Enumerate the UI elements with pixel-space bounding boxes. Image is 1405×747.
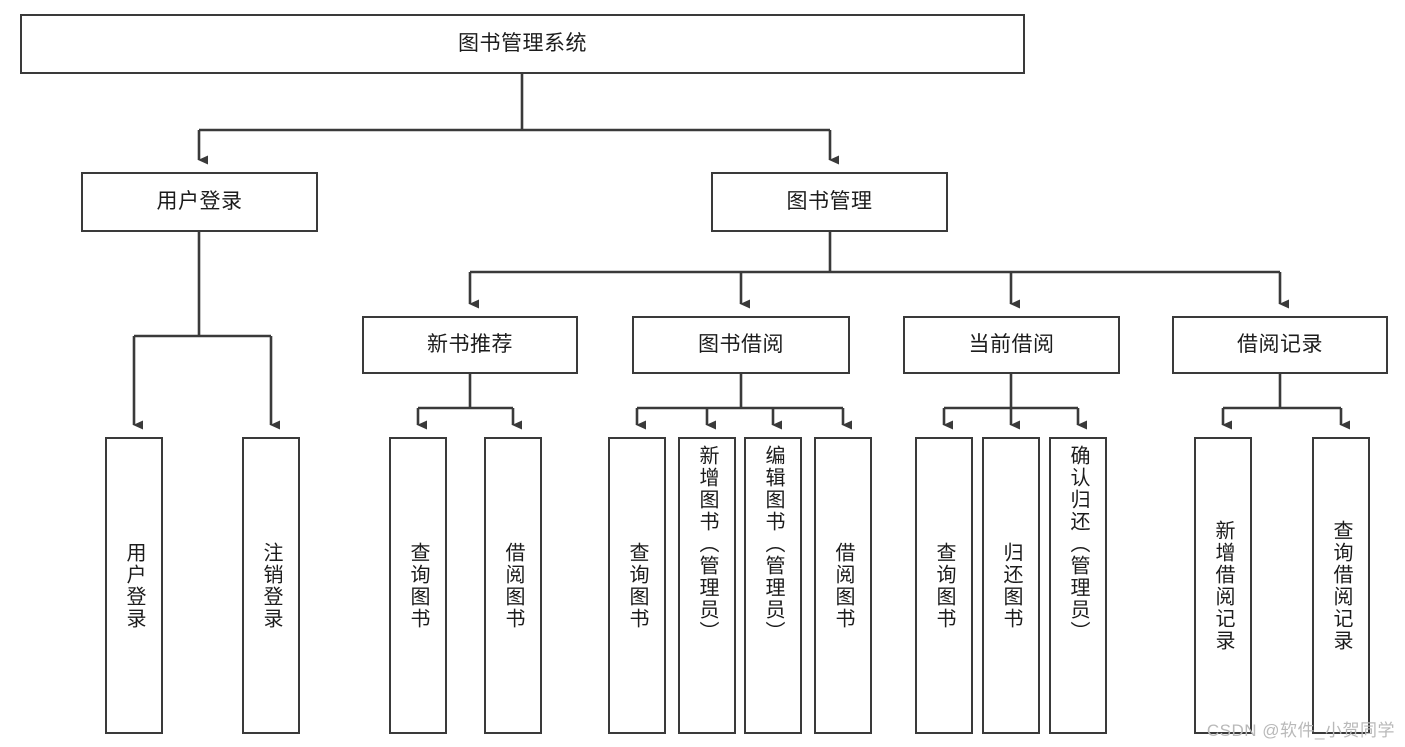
node-leaf-add-book-label: 新增图书（管理员） — [696, 445, 718, 643]
node-leaf-return-book-label: 归还图书 — [1000, 541, 1022, 630]
node-leaf-query-book-1-label: 查询图书 — [407, 541, 429, 630]
node-leaf-user-login[interactable]: 用户登录 — [105, 437, 163, 734]
node-borrow-record-label: 借阅记录 — [1237, 333, 1323, 357]
node-leaf-confirm-return-label: 确认归还（管理员） — [1067, 445, 1089, 643]
node-leaf-user-logout-label: 注销登录 — [260, 541, 282, 630]
node-leaf-query-book-3[interactable]: 查询图书 — [915, 437, 973, 734]
node-leaf-edit-book[interactable]: 编辑图书（管理员） — [744, 437, 802, 734]
node-current-borrow-label: 当前借阅 — [968, 333, 1055, 357]
node-leaf-add-record-label: 新增借阅记录 — [1212, 519, 1234, 652]
node-root[interactable]: 图书管理系统 — [20, 14, 1025, 74]
node-leaf-query-book-1[interactable]: 查询图书 — [389, 437, 447, 734]
watermark-text: CSDN @软件_小贺同学 — [1206, 721, 1395, 740]
node-leaf-borrow-book-1-label: 借阅图书 — [502, 541, 524, 630]
node-leaf-borrow-book-2-label: 借阅图书 — [832, 541, 854, 630]
node-leaf-borrow-book-2[interactable]: 借阅图书 — [814, 437, 872, 734]
node-leaf-query-book-3-label: 查询图书 — [933, 541, 955, 630]
node-leaf-confirm-return[interactable]: 确认归还（管理员） — [1049, 437, 1107, 734]
node-new-book-recommend[interactable]: 新书推荐 — [362, 316, 578, 374]
node-user-login-label: 用户登录 — [156, 190, 243, 214]
node-leaf-query-book-2-label: 查询图书 — [626, 541, 648, 630]
node-root-label: 图书管理系统 — [458, 32, 587, 56]
node-new-book-recommend-label: 新书推荐 — [427, 333, 513, 357]
node-book-manage-label: 图书管理 — [786, 190, 873, 214]
node-leaf-query-book-2[interactable]: 查询图书 — [608, 437, 666, 734]
node-leaf-add-book[interactable]: 新增图书（管理员） — [678, 437, 736, 734]
node-book-borrow[interactable]: 图书借阅 — [632, 316, 850, 374]
node-borrow-record[interactable]: 借阅记录 — [1172, 316, 1388, 374]
node-leaf-user-logout[interactable]: 注销登录 — [242, 437, 300, 734]
node-book-manage[interactable]: 图书管理 — [711, 172, 948, 232]
node-leaf-add-record[interactable]: 新增借阅记录 — [1194, 437, 1252, 734]
node-leaf-user-login-label: 用户登录 — [123, 541, 145, 630]
node-leaf-return-book[interactable]: 归还图书 — [982, 437, 1040, 734]
node-leaf-borrow-book-1[interactable]: 借阅图书 — [484, 437, 542, 734]
node-leaf-edit-book-label: 编辑图书（管理员） — [762, 445, 784, 643]
node-leaf-query-record[interactable]: 查询借阅记录 — [1312, 437, 1370, 734]
node-current-borrow[interactable]: 当前借阅 — [903, 316, 1120, 374]
node-user-login[interactable]: 用户登录 — [81, 172, 318, 232]
node-leaf-query-record-label: 查询借阅记录 — [1330, 519, 1352, 652]
node-book-borrow-label: 图书借阅 — [698, 333, 784, 357]
